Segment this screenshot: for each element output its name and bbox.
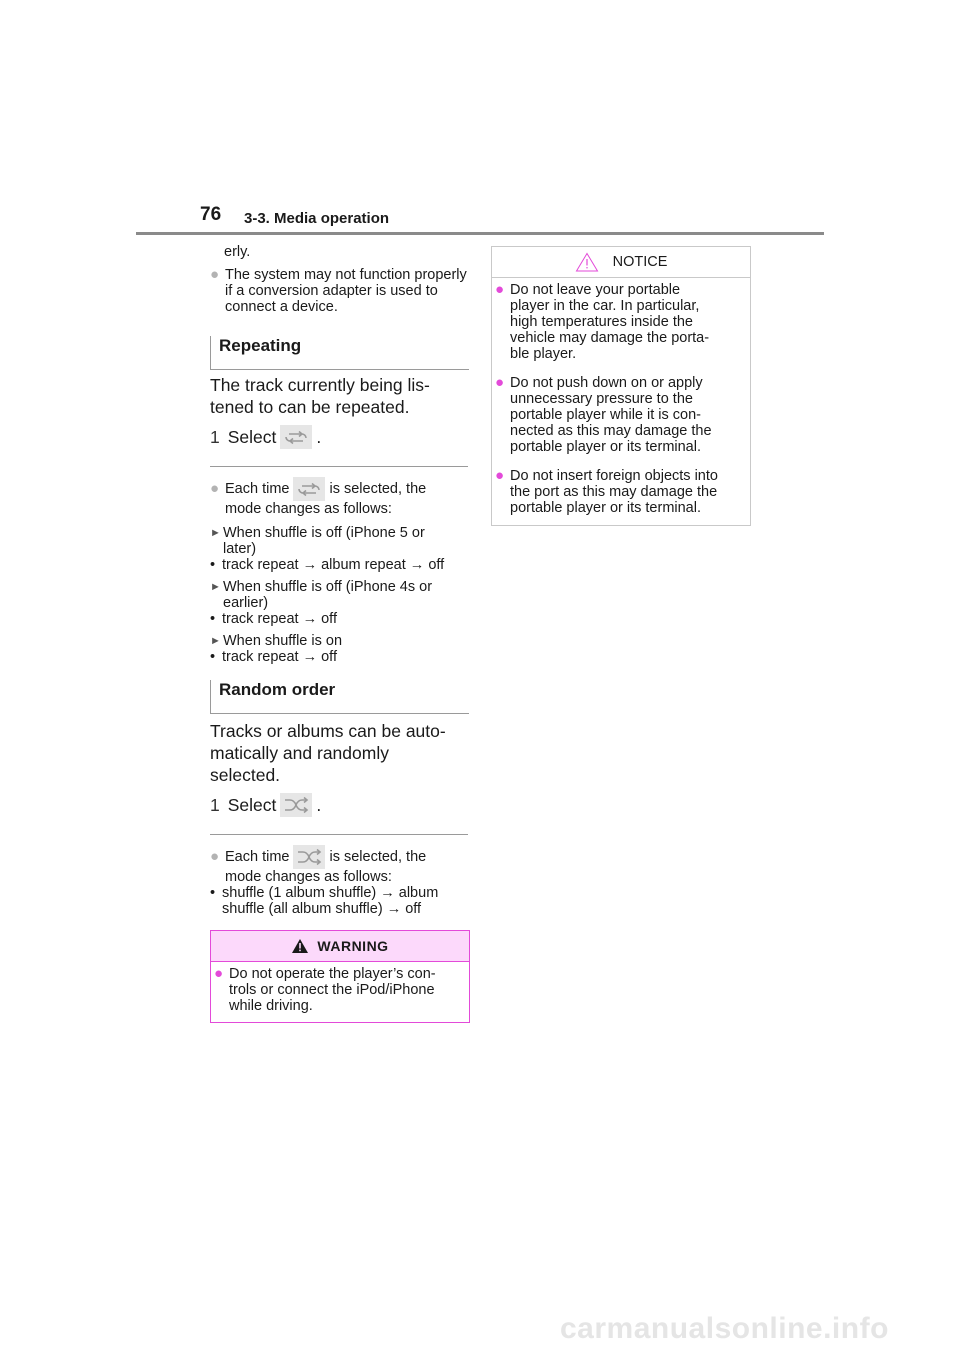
repeating-intro: The track currently being lis- tened to … <box>210 374 430 418</box>
notice-item: ● Do not push down on or apply unnecessar… <box>495 374 744 456</box>
notice-box: NOTICE ● Do not leave your portable playe… <box>491 246 751 526</box>
repeating-heading: Repeating <box>210 336 469 370</box>
notice-item-2-line3: portable player while it is con- <box>510 407 702 423</box>
triangle-icon: ► <box>210 527 221 539</box>
warning-header: WARNING <box>211 931 469 962</box>
bullet-icon: ● <box>495 374 505 391</box>
note-text-c: mode changes as follows: <box>225 869 392 885</box>
bullet-icon: ● <box>210 480 220 497</box>
shuffle-mode-note: ● Each time is selected, the mode change… <box>210 845 472 917</box>
repeating-heading-text: Repeating <box>219 336 302 355</box>
warning-text-line3: while driving. <box>229 998 313 1014</box>
case1-title-cont: later) <box>223 541 257 557</box>
case1-title: When shuffle is off (iPhone 5 or <box>223 525 425 541</box>
step-end: . <box>316 427 322 447</box>
section-title: 3-3. Media operation <box>244 210 390 227</box>
continued-text: erly. <box>224 244 251 260</box>
bullet-icon: ● <box>210 848 220 865</box>
warning-triangle-icon <box>292 939 309 953</box>
conversion-note: ● The system may not function properly i… <box>210 266 472 316</box>
case2-title: When shuffle is off (iPhone 4s or <box>223 579 433 595</box>
divider <box>210 834 468 835</box>
random-step: 1 Select . <box>210 793 321 817</box>
shuffle-icon <box>280 793 313 817</box>
case2-item: track repeat → off <box>222 611 337 627</box>
warning-text-line1: Do not operate the player’s con- <box>229 966 436 982</box>
case3-item: track repeat → off <box>222 649 337 665</box>
note-text-c: mode changes as follows: <box>225 501 392 517</box>
dot-icon: • <box>210 885 216 901</box>
notice-item-2-line2: unnecessary pressure to the <box>510 391 693 407</box>
notice-item-2-line4: nected as this may damage the <box>510 423 712 439</box>
notice-item-1-line4: vehicle may damage the porta- <box>510 330 710 346</box>
step-text: Select <box>227 427 277 447</box>
notice-item-3-line1: Do not insert foreign objects into <box>510 468 718 484</box>
case3-title: When shuffle is on <box>223 633 343 649</box>
dot-icon: • <box>210 611 216 627</box>
notice-item-1-line1: Do not leave your portable <box>510 282 681 298</box>
random-order-heading: Random order <box>210 680 469 714</box>
caution-triangle-icon <box>575 252 598 272</box>
watermark: carmanualsonline.info <box>560 1312 889 1345</box>
case2-title-cont: earlier) <box>223 595 269 611</box>
step-end: . <box>316 795 322 815</box>
note-text-a: Each time <box>225 481 290 497</box>
note-text-b: is selected, the <box>329 849 427 865</box>
bullet-icon: ● <box>495 281 505 298</box>
notice-item-2-line1: Do not push down on or apply <box>510 375 703 391</box>
repeating-intro-line2: tened to can be repeated. <box>210 397 410 417</box>
notice-item-1-line2: player in the car. In particular, <box>510 298 700 314</box>
warning-title: WARNING <box>317 938 389 954</box>
note-text-a: Each time <box>225 849 290 865</box>
notice-header: NOTICE <box>492 247 750 278</box>
warning-box: WARNING ● Do not operate the player’s co… <box>210 930 470 1023</box>
dot-icon: • <box>210 557 216 573</box>
repeating-intro-line1: The track currently being lis- <box>210 375 430 395</box>
random-intro-line1: Tracks or albums can be auto- <box>210 721 446 741</box>
divider <box>210 466 468 467</box>
notice-item-1-line5: ble player. <box>510 346 577 362</box>
repeat-icon <box>280 425 313 449</box>
bullet-icon: ● <box>495 467 505 484</box>
bullet-icon: ● <box>210 266 220 283</box>
warning-body: ● Do not operate the player’s con- trols… <box>211 962 469 1015</box>
shuffle-item-2: shuffle (all album shuffle) → off <box>222 901 422 917</box>
header-rule <box>136 232 824 235</box>
bullet-icon: ● <box>214 965 224 982</box>
notice-item: ● Do not insert foreign objects into the … <box>495 467 744 517</box>
step-number: 1 <box>210 427 220 447</box>
triangle-icon: ► <box>210 635 221 647</box>
shuffle-item-1: shuffle (1 album shuffle) → album <box>222 885 439 901</box>
random-heading-text: Random order <box>219 680 336 699</box>
notice-title: NOTICE <box>612 254 668 270</box>
random-intro-line3: selected. <box>210 765 281 785</box>
dot-icon: • <box>210 649 216 665</box>
conversion-note-text: The system may not function properly if … <box>225 267 467 315</box>
repeat-icon <box>293 477 326 501</box>
notice-item: ● Do not leave your portable player in th… <box>495 281 744 363</box>
notice-item-3-line2: the port as this may damage the <box>510 484 718 500</box>
page-number: 76 <box>200 204 222 225</box>
warning-text-line2: trols or connect the iPod/iPhone <box>229 982 435 998</box>
note-text-b: is selected, the <box>329 481 427 497</box>
step-number: 1 <box>210 795 220 815</box>
random-intro-line2: matically and randomly <box>210 743 389 763</box>
notice-item-2-line5: portable player or its terminal. <box>510 439 701 455</box>
random-intro: Tracks or albums can be auto- matically … <box>210 720 446 786</box>
case1-item: track repeat → album repeat → off <box>222 557 445 573</box>
notice-item-3-line3: portable player or its terminal. <box>510 500 701 516</box>
notice-body: ● Do not leave your portable player in th… <box>492 278 750 517</box>
step-text: Select <box>227 795 277 815</box>
notice-item-1-line3: high temperatures inside the <box>510 314 693 330</box>
repeating-step: 1 Select . <box>210 425 321 449</box>
repeat-mode-note: ● Each time is selected, the mode change… <box>210 477 472 665</box>
shuffle-icon <box>293 845 326 869</box>
triangle-icon: ► <box>210 581 221 593</box>
